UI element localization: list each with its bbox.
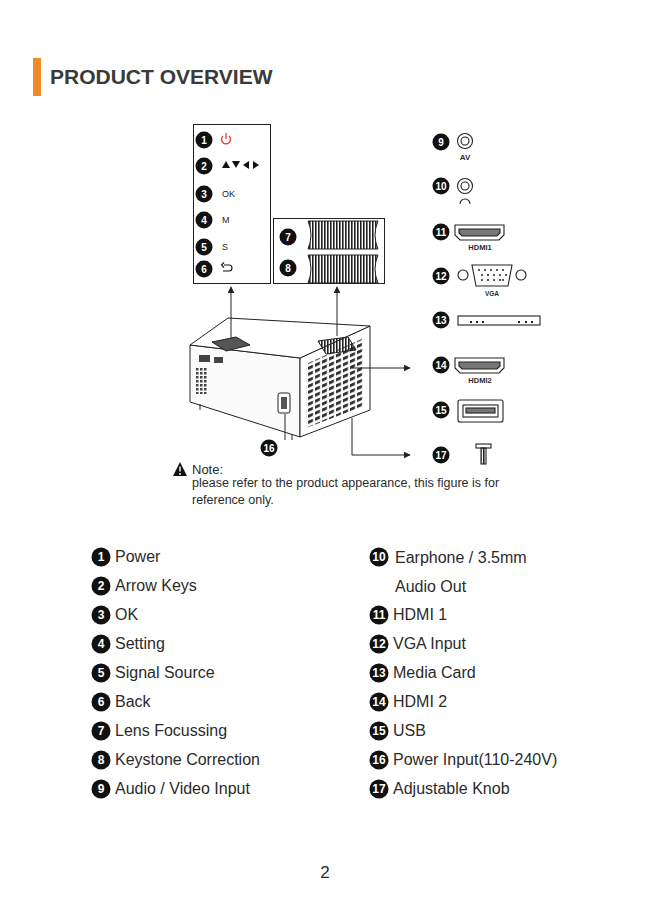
callout-number: 7 <box>92 722 111 741</box>
callout-number: 9 <box>92 780 111 799</box>
callout-number: 4 <box>196 212 213 229</box>
panel-icons <box>222 133 260 271</box>
part-name: Keystone Correction <box>115 751 260 769</box>
part-name: USB <box>393 722 426 740</box>
callout-number: 2 <box>92 577 111 596</box>
projector-body <box>190 318 370 440</box>
part-name: OK <box>115 606 138 624</box>
callout-number: 14 <box>370 693 389 712</box>
callout-number: 5 <box>92 664 111 683</box>
control-panel-box: 1 2 3 OK 4M 5S6 <box>193 124 271 284</box>
callout-number: 13 <box>370 664 389 683</box>
port-icons <box>455 134 540 465</box>
part-name: VGA Input <box>393 635 466 653</box>
callout-number: 16 <box>370 751 389 770</box>
callout-number: 3 <box>196 186 213 203</box>
part-name: HDMI 1 <box>393 606 447 624</box>
callout-number: 15 <box>370 722 389 741</box>
part-name: Adjustable Knob <box>393 780 510 798</box>
callout-number: 16 <box>261 440 278 457</box>
callout-number: 12 <box>433 268 450 285</box>
callout-number: 1 <box>92 548 111 567</box>
callout-number: 3 <box>92 606 111 625</box>
note-text: please refer to the product appearance, … <box>192 475 522 509</box>
callout-number: 17 <box>433 447 450 464</box>
callout-number: 11 <box>433 224 450 241</box>
part-name: Setting <box>115 635 165 653</box>
callout-number: 6 <box>92 693 111 712</box>
note-heading: Note: <box>192 462 223 477</box>
callout-number: 10 <box>433 178 450 195</box>
port-name: HDMI1 <box>468 243 491 252</box>
callout-number: 7 <box>280 229 297 246</box>
callout-number: 9 <box>433 134 450 151</box>
callout-number: 4 <box>92 635 111 654</box>
port-name: HDMI2 <box>468 376 491 385</box>
warning-icon <box>173 462 187 476</box>
part-name: Power <box>115 548 160 566</box>
callout-number: 15 <box>433 402 450 419</box>
button-label: M <box>222 215 230 225</box>
port-name: AV <box>460 153 471 162</box>
leader-lines <box>231 287 410 455</box>
knurled-wheels <box>308 221 378 283</box>
part-name: Audio / Video Input <box>115 780 250 798</box>
title-bar <box>33 58 41 96</box>
part-name: Lens Focussing <box>115 722 227 740</box>
part-name: Power Input(110-240V) <box>393 751 557 769</box>
button-label: OK <box>222 189 235 199</box>
callout-number: 12 <box>370 635 389 654</box>
part-name: Signal Source <box>115 664 215 682</box>
part-name: Arrow Keys <box>115 577 197 595</box>
callout-number: 17 <box>370 780 389 799</box>
callout-number: 11 <box>370 606 389 625</box>
part-name: Earphone / 3.5mm Audio Out <box>395 543 545 601</box>
lens-wheel-box: 78 <box>273 218 385 284</box>
callout-number: 10 <box>370 548 389 567</box>
page-number: 2 <box>320 863 329 883</box>
part-name: Back <box>115 693 151 711</box>
callout-number: 8 <box>280 260 297 277</box>
part-name: HDMI 2 <box>393 693 447 711</box>
callout-number: 2 <box>196 158 213 175</box>
callout-number: 14 <box>433 357 450 374</box>
callout-number: 1 <box>196 132 213 149</box>
page-title: PRODUCT OVERVIEW <box>50 65 272 89</box>
callout-number: 13 <box>433 312 450 329</box>
button-label: S <box>222 242 228 252</box>
port-name: VGA <box>485 290 499 297</box>
callout-number: 5 <box>196 239 213 256</box>
callout-number: 8 <box>92 751 111 770</box>
callout-number: 6 <box>196 261 213 278</box>
part-name: Media Card <box>393 664 476 682</box>
